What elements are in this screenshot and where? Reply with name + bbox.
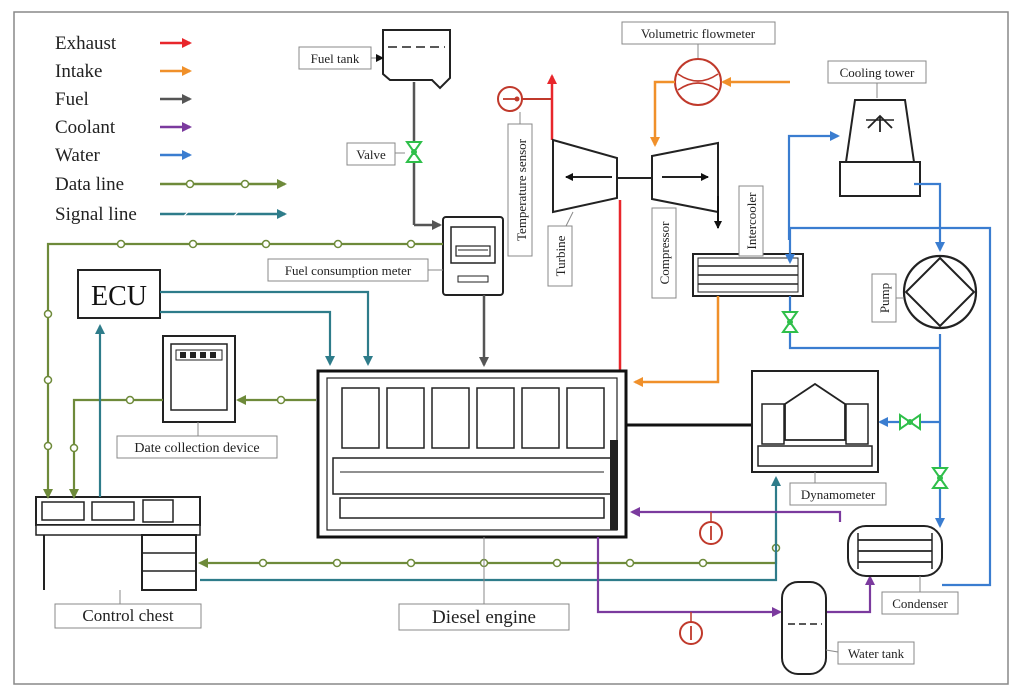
condenser-label: Condenser	[892, 596, 948, 611]
legend-data-line-label: Data line	[55, 174, 124, 195]
volumetric-flowmeter-icon	[674, 58, 722, 106]
compressor-label: Compressor	[657, 221, 672, 285]
coolant-lines	[596, 507, 875, 617]
legend-signal-line-label: Signal line	[55, 204, 137, 225]
water-line-return-loop	[940, 226, 992, 587]
condenser	[847, 525, 943, 577]
intake-line-intercooler-to-engine	[633, 296, 720, 387]
fuel-tank-label: Fuel tank	[311, 51, 360, 66]
volumetric-flowmeter-label: Volumetric flowmeter	[641, 26, 756, 41]
temperature-sensor-label: Temperature sensor	[514, 138, 529, 241]
dynamometer	[751, 370, 879, 473]
diesel-engine-label: Diesel engine	[432, 607, 536, 628]
control-chest-label: Control chest	[82, 606, 173, 625]
water-line-to-tower	[787, 131, 840, 240]
fuel-tank	[382, 29, 451, 90]
cooling-tower-label: Cooling tower	[840, 65, 915, 80]
dynamometer-label: Dynamometer	[801, 487, 876, 502]
fuel-valve-icon	[405, 141, 423, 163]
legend-coolant-label: Coolant	[55, 117, 116, 138]
water-line-to-intercooler	[785, 226, 940, 264]
control-chest	[35, 496, 201, 591]
water-valve-icon-condenser	[931, 467, 949, 489]
legend-exhaust-label: Exhaust	[55, 33, 117, 54]
water-tank	[781, 581, 827, 675]
ecu-box	[77, 269, 161, 319]
ecu-label: ECU	[91, 281, 147, 312]
intercooler-label: Intercooler	[744, 192, 759, 250]
valve-label: Valve	[356, 147, 386, 162]
cooling-tower	[839, 99, 921, 197]
turbine	[552, 138, 618, 214]
compressor	[651, 141, 719, 214]
legend-water-label: Water	[55, 145, 101, 166]
data-collection-device	[162, 335, 236, 423]
data-line-nodes	[43, 239, 781, 568]
legend-intake-label: Intake	[55, 61, 102, 82]
legend: Exhaust Intake Fuel Coolant Water Data l…	[55, 33, 287, 225]
date-collection-device-label: Date collection device	[134, 441, 259, 456]
legend-fuel-label: Fuel	[55, 89, 89, 110]
water-valve-icon-dynamometer	[899, 413, 921, 431]
temperature-sensor-icon	[497, 86, 523, 112]
fuel-consumption-meter-label: Fuel consumption meter	[285, 263, 412, 278]
turbine-label: Turbine	[553, 235, 568, 276]
outer-frame	[13, 11, 1009, 685]
coolant-temperature-sensor-icon-upper	[699, 512, 723, 545]
fuel-consumption-meter	[442, 216, 504, 296]
pump	[902, 254, 978, 330]
coolant-temperature-sensor-icon-lower	[679, 612, 703, 645]
intercooler	[692, 253, 804, 297]
water-tank-label: Water tank	[848, 646, 905, 661]
diesel-engine	[316, 369, 628, 539]
water-valve-icon-intercooler	[781, 311, 799, 333]
pump-label: Pump	[877, 283, 892, 313]
intake-line-flowmeter-to-compressor	[650, 80, 675, 147]
